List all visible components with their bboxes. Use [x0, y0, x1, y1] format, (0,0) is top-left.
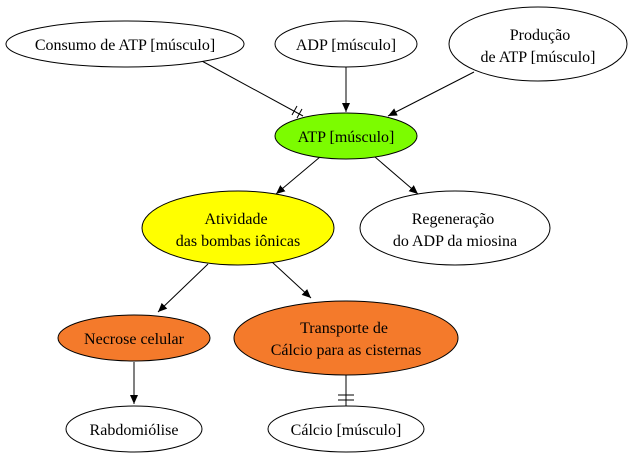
node-necrose-label: Necrose celular [84, 331, 185, 348]
node-rabdomiolise-line-1: Rabdomiólise [90, 422, 179, 439]
node-regeneracao-label: Regeneração do ADP da miosina [393, 211, 517, 250]
node-atividade: Atividade das bombas iônicas [141, 190, 335, 266]
node-regeneracao-line-1: Regeneração [412, 211, 495, 228]
node-necrose-shape [57, 314, 211, 362]
node-adp-label: ADP [músculo] [296, 37, 396, 54]
tee-consumo-atp-2 [296, 108, 303, 119]
node-consumo-label: Consumo de ATP [músculo] [35, 37, 215, 54]
node-producao-line-1: Produção [510, 27, 570, 44]
node-atp: ATP [músculo] [274, 112, 418, 160]
node-regeneracao: Regeneração do ADP da miosina [359, 190, 551, 266]
node-atividade-line-1: Atividade [204, 211, 267, 228]
node-consumo: Consumo de ATP [músculo] [5, 20, 245, 68]
node-calcio-label: Cálcio [músculo] [291, 422, 402, 439]
node-calcio-line-1: Cálcio [músculo] [291, 422, 402, 439]
node-rabdomiolise: Rabdomiólise [65, 405, 203, 453]
node-consumo-line-1: Consumo de ATP [músculo] [35, 37, 215, 54]
node-calcio: Cálcio [músculo] [267, 405, 425, 453]
node-producao-line-2: de ATP [músculo] [481, 49, 596, 66]
node-necrose-line-1: Necrose celular [84, 331, 185, 348]
node-transporte-shape [233, 300, 459, 376]
tee-consumo-atp-1 [291, 105, 298, 116]
edge-atp-to-atividade [275, 156, 321, 195]
node-transporte-line-1: Transporte de [300, 320, 388, 337]
edge-producao-to-atp [387, 71, 475, 117]
node-atividade-line-2: das bombas iônicas [176, 233, 300, 250]
node-rabdomiolise-shape [65, 405, 203, 453]
node-atividade-label: Atividade das bombas iônicas [176, 211, 300, 250]
edge-consumo-to-atp [199, 59, 304, 117]
node-atividade-shape [141, 190, 335, 266]
node-transporte: Transporte de Cálcio para as cisternas [233, 300, 459, 376]
node-regeneracao-line-2: do ADP da miosina [393, 233, 517, 250]
node-atp-shape [274, 112, 418, 160]
node-regeneracao-shape [359, 190, 551, 266]
node-consumo-shape [5, 20, 245, 68]
node-atp-line-1: ATP [músculo] [298, 129, 395, 146]
node-necrose: Necrose celular [57, 314, 211, 362]
node-producao-shape [448, 6, 628, 82]
node-adp: ADP [músculo] [274, 20, 418, 68]
node-producao: Produção de ATP [músculo] [448, 6, 628, 82]
node-producao-label: Produção de ATP [músculo] [481, 27, 596, 66]
node-adp-shape [274, 20, 418, 68]
edge-atividade-to-transporte [271, 261, 312, 299]
edges [130, 59, 475, 406]
edge-atividade-to-necrose [157, 263, 209, 313]
node-rabdomiolise-label: Rabdomiólise [90, 422, 179, 439]
node-calcio-shape [267, 405, 425, 453]
node-transporte-label: Transporte de Cálcio para as cisternas [271, 320, 422, 359]
node-transporte-line-2: Cálcio para as cisternas [271, 342, 422, 359]
node-atp-label: ATP [músculo] [298, 129, 395, 146]
node-adp-line-1: ADP [músculo] [296, 37, 396, 54]
edge-atp-to-regeneracao [374, 156, 419, 195]
